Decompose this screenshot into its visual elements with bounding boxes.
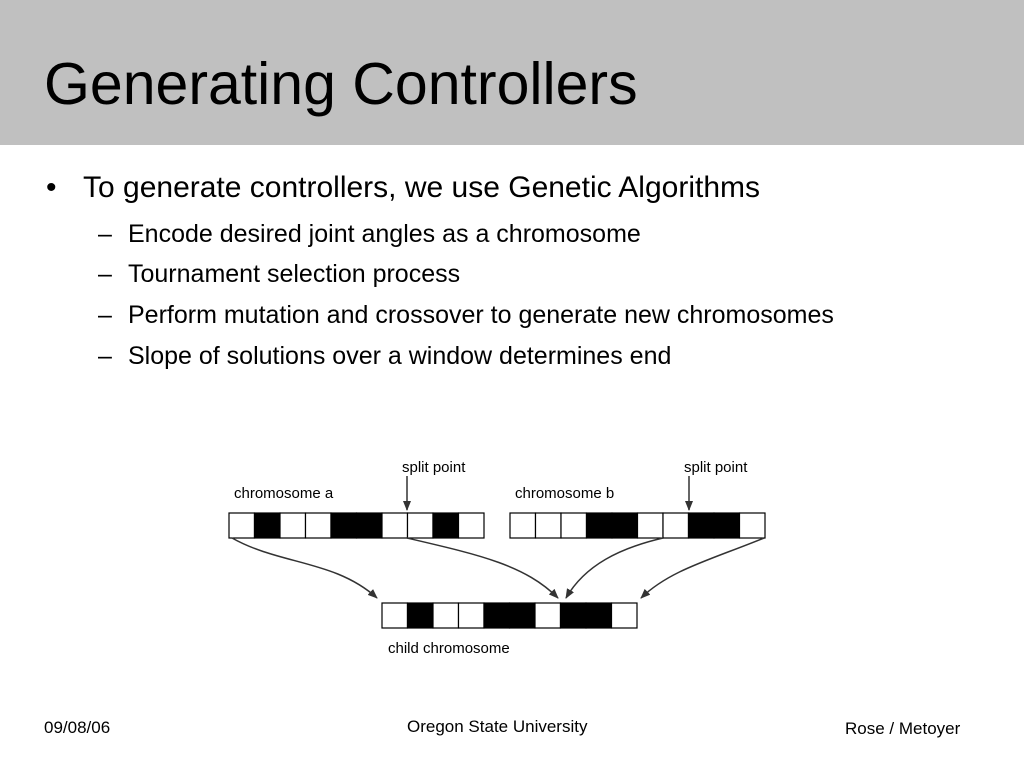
sub-bullet-marker: – xyxy=(98,301,112,329)
crossover-arrow-b-right xyxy=(640,537,765,599)
chromosome-b-label: chromosome b xyxy=(515,485,614,502)
gene-cell xyxy=(738,512,766,539)
sub-bullet-marker: – xyxy=(98,342,112,370)
chromosome-a xyxy=(228,512,485,539)
child-chromosome xyxy=(381,602,638,629)
gene-cell xyxy=(585,512,613,539)
gene-cell xyxy=(457,512,485,539)
gene-cell xyxy=(228,512,256,539)
sub-bullet-text: Perform mutation and crossover to genera… xyxy=(128,301,834,329)
sub-bullet-text: Encode desired joint angles as a chromos… xyxy=(128,220,641,248)
footer-institution: Oregon State University xyxy=(407,717,588,736)
gene-cell xyxy=(355,512,383,539)
gene-cell xyxy=(560,512,588,539)
slide-title: Generating Controllers xyxy=(44,51,638,117)
gene-cell xyxy=(457,602,485,629)
gene-cell xyxy=(483,602,511,629)
gene-cell xyxy=(509,512,537,539)
footer-authors: Rose / Metoyer xyxy=(845,719,961,738)
sub-bullet-text: Tournament selection process xyxy=(128,260,461,288)
gene-cell xyxy=(636,512,664,539)
gene-cell xyxy=(610,602,638,629)
gene-cell xyxy=(406,512,434,539)
sub-bullet-marker: – xyxy=(98,260,112,288)
crossover-arrow-b-left xyxy=(565,537,664,599)
sub-bullet-text: Slope of solutions over a window determi… xyxy=(128,342,672,370)
gene-cell xyxy=(304,512,332,539)
gene-cell xyxy=(279,512,307,539)
split-point-label-b: split point xyxy=(684,459,748,476)
child-chromosome-label: child chromosome xyxy=(388,640,510,657)
main-bullet-text: To generate controllers, we use Genetic … xyxy=(83,171,761,204)
gene-cell xyxy=(585,602,613,629)
title-bar xyxy=(0,0,1024,145)
gene-cell xyxy=(534,512,562,539)
gene-cell xyxy=(432,512,460,539)
gene-cell xyxy=(381,512,409,539)
chromosome-b xyxy=(509,512,766,539)
gene-cell xyxy=(687,512,715,539)
bullet-marker: • xyxy=(46,171,57,204)
split-point-label-a: split point xyxy=(402,459,466,476)
footer-date: 09/08/06 xyxy=(44,718,111,737)
gene-cell xyxy=(432,602,460,629)
gene-cell xyxy=(508,602,536,629)
gene-cell xyxy=(253,512,281,539)
gene-cell xyxy=(330,512,358,539)
gene-cell xyxy=(713,512,741,539)
crossover-arrow-a-right xyxy=(406,537,559,599)
crossover-arrow-a-left xyxy=(231,537,378,599)
gene-cell xyxy=(406,602,434,629)
chromosome-a-label: chromosome a xyxy=(234,485,334,502)
gene-cell xyxy=(662,512,690,539)
gene-cell xyxy=(611,512,639,539)
gene-cell xyxy=(381,602,409,629)
sub-bullet-marker: – xyxy=(98,220,112,248)
gene-cell xyxy=(534,602,562,629)
gene-cell xyxy=(559,602,587,629)
